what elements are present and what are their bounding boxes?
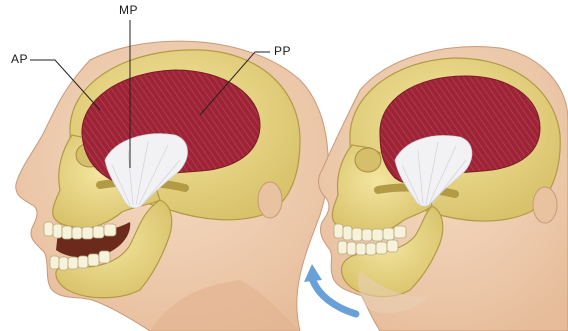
- label-mp: MP: [119, 3, 138, 17]
- right-head-figure: [304, 47, 568, 331]
- label-ap: AP: [11, 52, 28, 66]
- label-pp: PP: [274, 44, 291, 58]
- left-head-figure: [16, 41, 328, 331]
